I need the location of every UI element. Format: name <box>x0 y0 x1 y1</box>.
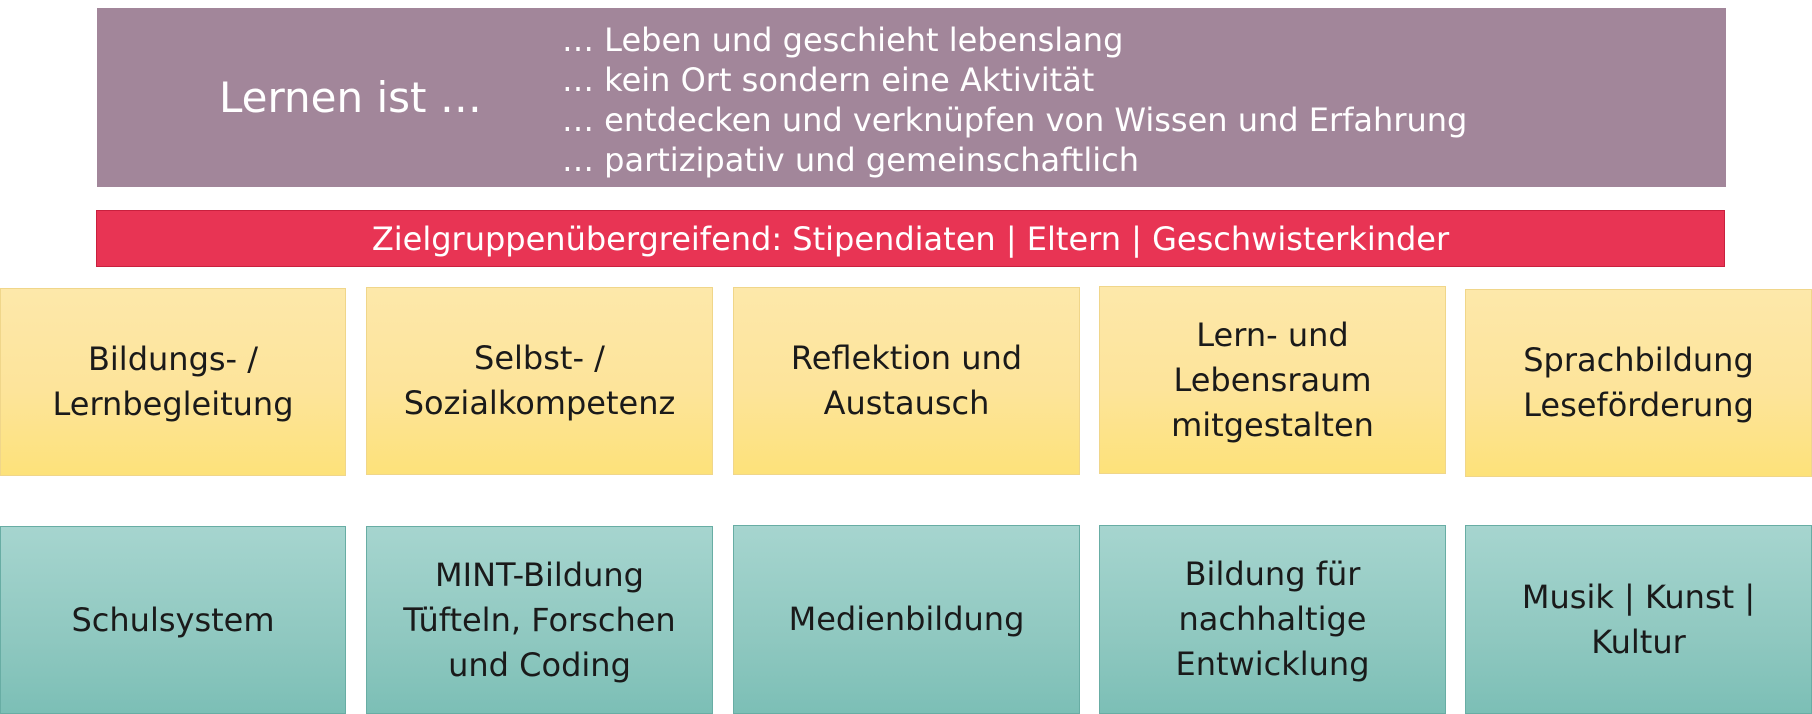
lernen-banner: Lernen ist … … Leben und geschieht leben… <box>97 8 1726 187</box>
box-label: Medienbildung <box>788 600 1025 638</box>
box-label: Lern- und Lebensraum mitgestalten <box>1171 315 1374 444</box>
box-label: Musik | Kunst | Kultur <box>1521 577 1756 661</box>
box-schulsystem: Schulsystem <box>0 526 346 714</box>
box-label: Bildungs- / Lernbegleitung <box>52 340 294 423</box>
box-selbst-sozialkompetenz: Selbst- / Sozialkompetenz <box>366 287 713 475</box>
banner-line: … partizipativ und gemeinschaftlich <box>562 141 1139 179</box>
box-sprachbildung: Sprachbildung Leseförderung <box>1465 289 1812 477</box>
box-label: Selbst- / Sozialkompetenz <box>403 339 676 422</box>
banner-line: … Leben und geschieht lebenslang <box>562 21 1124 59</box>
box-label: Reflektion und Austausch <box>790 339 1023 422</box>
target-groups-bar: Zielgruppenübergreifend: Stipendiaten | … <box>96 210 1725 267</box>
box-nachhaltige-entwicklung: Bildung für nachhaltige Entwicklung <box>1099 525 1446 714</box>
box-label: Bildung für nachhaltige Entwicklung <box>1175 555 1370 683</box>
box-mint-bildung: MINT-Bildung Tüfteln, Forschen und Codin… <box>366 526 713 714</box>
box-label: MINT-Bildung Tüfteln, Forschen und Codin… <box>403 555 676 684</box>
box-medienbildung: Medienbildung <box>733 525 1080 714</box>
box-bildungs-lernbegleitung: Bildungs- / Lernbegleitung <box>0 288 346 476</box>
box-label: Sprachbildung Leseförderung <box>1523 341 1754 424</box>
banner-list: … Leben und geschieht lebenslang … kein … <box>562 20 1467 180</box>
box-musik-kunst-kultur: Musik | Kunst | Kultur <box>1465 525 1812 714</box>
banner-line: … kein Ort sondern eine Aktivität <box>562 61 1095 99</box>
box-reflektion-austausch: Reflektion und Austausch <box>733 287 1080 475</box>
banner-title: Lernen ist … <box>219 73 482 122</box>
banner-line: … entdecken und verknüpfen von Wissen un… <box>562 101 1468 139</box>
box-label: Schulsystem <box>71 600 275 639</box>
box-lern-lebensraum: Lern- und Lebensraum mitgestalten <box>1099 286 1446 474</box>
